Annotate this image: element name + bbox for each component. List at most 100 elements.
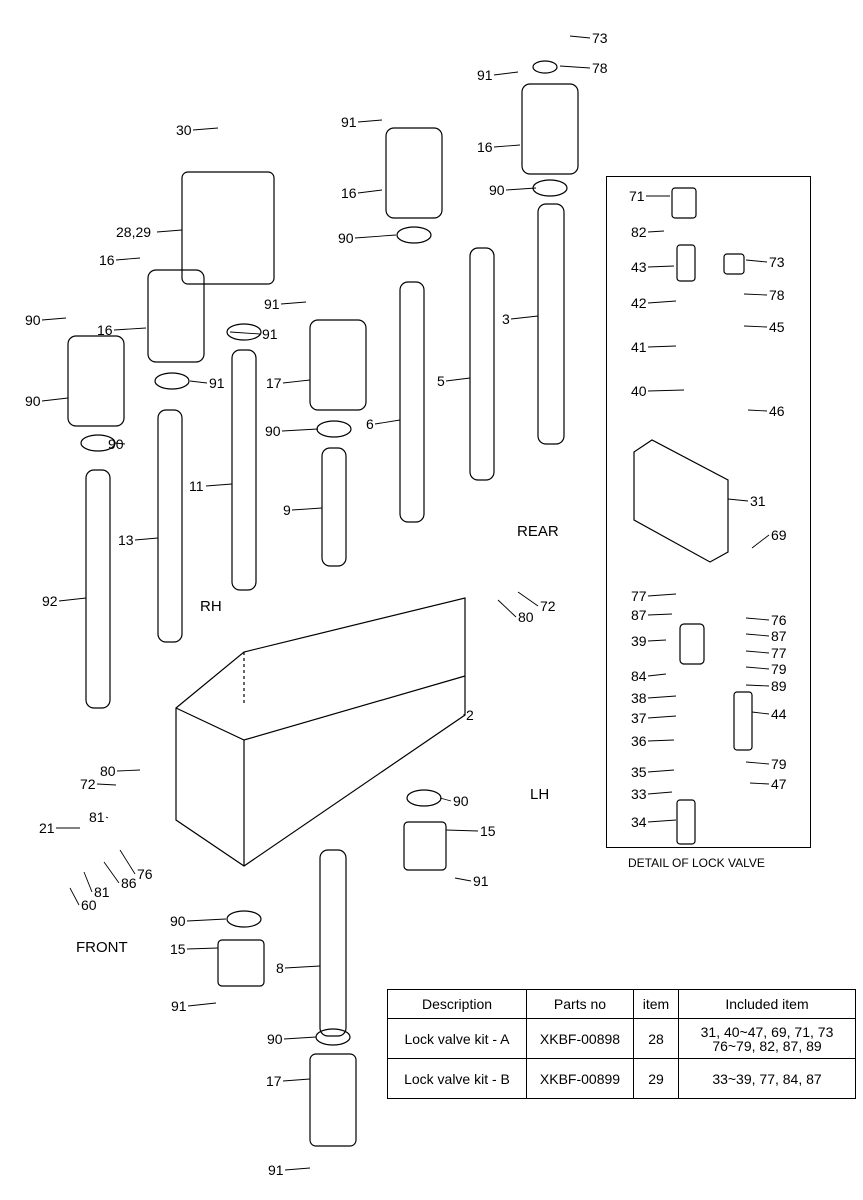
leader-line <box>58 597 87 602</box>
callout-label: 72 <box>540 598 556 614</box>
callout-label: 21 <box>39 820 55 836</box>
callout-label: 28,29 <box>116 224 152 240</box>
callout-label: 86 <box>121 875 137 891</box>
callout-label: 80 <box>100 763 116 779</box>
callout-label: 73 <box>769 254 785 270</box>
leader-line <box>505 187 537 191</box>
callout-label: 13 <box>118 532 134 548</box>
leader-line <box>647 613 673 616</box>
leader-line <box>96 783 117 786</box>
direction-rh-label: RH <box>200 598 222 615</box>
callout-label: 9 <box>283 502 291 518</box>
callout-label: 43 <box>631 259 647 275</box>
lock-valve-detail <box>633 187 753 845</box>
callout-label: 15 <box>480 823 496 839</box>
callout-label: 36 <box>631 733 647 749</box>
leader-line <box>559 65 591 69</box>
leader-line <box>569 35 591 39</box>
leader-line <box>510 315 539 320</box>
callout-label: 16 <box>341 185 357 201</box>
leader-line <box>439 797 452 802</box>
callout-label: 87 <box>631 607 647 623</box>
callout-label: 90 <box>25 312 41 328</box>
callout-label: 91 <box>209 375 225 391</box>
leader-line <box>116 769 141 772</box>
callout-label: 3 <box>502 311 510 327</box>
leader-line <box>156 229 183 233</box>
lock-valve-detail-box <box>606 176 811 848</box>
leader-line <box>743 293 768 296</box>
leader-line <box>119 849 136 875</box>
callout-label: 16 <box>99 252 115 268</box>
leader-line <box>517 591 539 607</box>
callout-label: 34 <box>631 814 647 830</box>
callout-label: 90 <box>338 230 354 246</box>
callout-label: 90 <box>170 913 186 929</box>
callout-label: 90 <box>108 436 124 452</box>
leader-line <box>229 331 261 335</box>
leader-line <box>445 377 471 382</box>
leader-line <box>205 483 233 487</box>
callout-label: 91 <box>341 114 357 130</box>
callout-label: 84 <box>631 668 647 684</box>
callout-label: 90 <box>453 793 469 809</box>
callout-label: 69 <box>771 527 787 543</box>
leader-line <box>357 119 383 123</box>
leader-line <box>283 1036 317 1040</box>
callout-label: 91 <box>264 296 280 312</box>
callout-label: 35 <box>631 764 647 780</box>
callout-label: 5 <box>437 373 445 389</box>
callout-label: 15 <box>170 941 186 957</box>
leader-line <box>113 327 147 331</box>
callout-label: 78 <box>592 60 608 76</box>
callout-label: 30 <box>176 122 192 138</box>
callout-label: 33 <box>631 786 647 802</box>
callout-label: 2 <box>466 707 474 723</box>
leader-line <box>497 599 517 618</box>
leader-line <box>751 711 770 715</box>
leader-line <box>745 684 770 687</box>
leader-line <box>745 259 768 263</box>
table-row: Lock valve kit - A XKBF-00898 28 31, 40~… <box>387 1018 856 1059</box>
leader-line <box>647 345 677 348</box>
leader-line <box>357 189 383 194</box>
leader-line <box>284 1167 311 1171</box>
callout-label: 80 <box>518 609 534 625</box>
leader-line <box>745 761 770 765</box>
callout-label: 92 <box>42 593 58 609</box>
valve-body <box>175 597 466 867</box>
header-included-item: Included item <box>678 989 856 1019</box>
callout-label: 79 <box>771 756 787 772</box>
leader-line <box>280 301 307 305</box>
leader-line <box>647 769 675 773</box>
leader-line <box>454 877 472 882</box>
leader-line <box>745 617 770 621</box>
leader-line <box>647 230 665 233</box>
cell-parts-no: XKBF-00898 <box>526 1018 634 1059</box>
callout-label: 31 <box>750 493 766 509</box>
callout-label: 42 <box>631 295 647 311</box>
leader-line <box>374 419 401 425</box>
callout-label: 41 <box>631 339 647 355</box>
cell-description: Lock valve kit - B <box>387 1058 527 1099</box>
header-description: Description <box>387 989 527 1019</box>
callout-label: 90 <box>489 182 505 198</box>
leader-line <box>186 918 227 922</box>
callout-label: 40 <box>631 383 647 399</box>
leader-line <box>134 537 159 541</box>
leader-line <box>743 325 768 328</box>
leader-line <box>192 127 219 131</box>
callout-label: 77 <box>771 645 787 661</box>
callout-label: 78 <box>769 287 785 303</box>
table-row: Lock valve kit - B XKBF-00899 29 33~39, … <box>387 1058 856 1099</box>
callout-label: 17 <box>266 1073 282 1089</box>
leader-line <box>354 234 397 239</box>
callout-label: 79 <box>771 661 787 677</box>
leader-line <box>105 816 109 819</box>
callout-label: 90 <box>25 393 41 409</box>
main-spools <box>85 203 565 1037</box>
leader-line <box>493 71 519 76</box>
cell-included-item: 33~39, 77, 84, 87 <box>678 1058 856 1099</box>
leader-line <box>647 791 673 795</box>
callout-label: 16 <box>477 139 493 155</box>
